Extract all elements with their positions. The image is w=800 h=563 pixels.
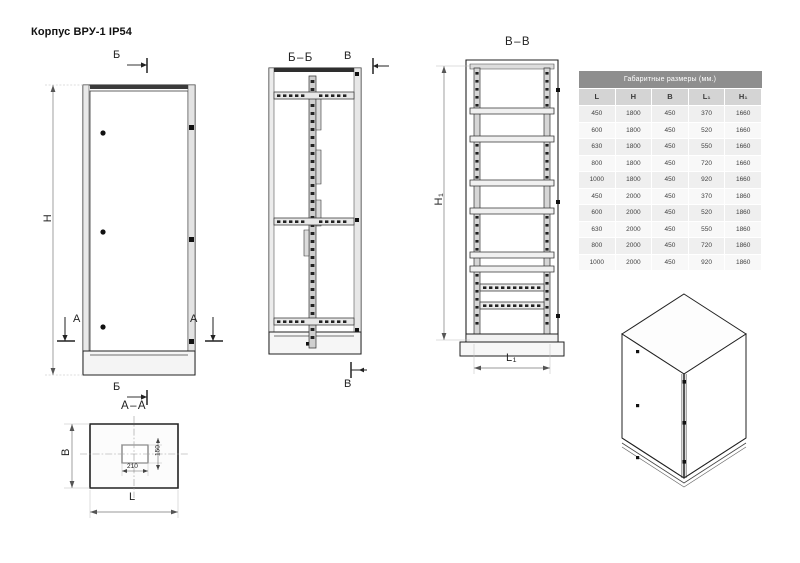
cell-h1: 1660: [724, 171, 762, 189]
interior-section-caption: В–В: [505, 36, 531, 48]
isometric-view-drawing: [612, 288, 772, 493]
side-section-drawing: [255, 66, 375, 376]
table-row: 450 1800 450 370 1660: [578, 105, 762, 123]
cell-h1: 1860: [724, 237, 762, 255]
cell-b: 450: [651, 105, 689, 123]
cell-l1: 520: [687, 121, 726, 139]
cell-l: 600: [578, 121, 616, 139]
cell-b: 450: [651, 237, 689, 255]
cell-b: 450: [651, 138, 689, 156]
interior-section-height-label: H₁: [433, 192, 445, 206]
cell-b: 450: [651, 121, 689, 139]
front-view-section-a-left: А: [73, 313, 81, 325]
interior-section-drawing: [430, 52, 590, 370]
front-view-section-b-top: Б: [113, 49, 121, 61]
cell-l1: 720: [687, 237, 726, 255]
side-section-marker-v-top: В: [344, 50, 352, 62]
plan-section-depth-label: B: [60, 448, 72, 456]
cell-b: 450: [651, 220, 689, 238]
cell-h: 1800: [614, 138, 653, 156]
cell-h: 1800: [614, 105, 653, 123]
cell-l: 600: [578, 204, 616, 222]
cell-h1: 1860: [724, 253, 762, 271]
cell-l1: 550: [687, 220, 726, 238]
page-title: Корпус ВРУ-1 IP54: [31, 26, 132, 38]
cell-l: 450: [578, 187, 616, 205]
cell-h: 2000: [614, 237, 653, 255]
cell-h: 2000: [614, 204, 653, 222]
table-column-header-h: H: [614, 88, 653, 106]
plan-section-caption: А–А: [121, 400, 147, 412]
cell-l1: 520: [687, 204, 726, 222]
cell-h1: 1860: [724, 220, 762, 238]
cell-l: 450: [578, 105, 616, 123]
interior-section-width-label: L₁: [506, 352, 518, 364]
cell-h1: 1660: [724, 121, 762, 139]
cell-h: 1800: [614, 171, 653, 189]
cell-h1: 1660: [724, 154, 762, 172]
cell-l: 630: [578, 138, 616, 156]
cell-l: 630: [578, 220, 616, 238]
table-title: Габаритные размеры (мм.): [578, 71, 762, 89]
cell-b: 450: [651, 187, 689, 205]
cell-h: 1800: [614, 154, 653, 172]
table-row: 630 1800 450 550 1660: [578, 138, 762, 156]
cell-h: 2000: [614, 253, 653, 271]
table-row: 1000 1800 450 920 1660: [578, 171, 762, 189]
table-row: 630 2000 450 550 1860: [578, 220, 762, 238]
cell-l1: 720: [687, 154, 726, 172]
cell-b: 450: [651, 253, 689, 271]
cell-b: 450: [651, 154, 689, 172]
table-row: 800 1800 450 720 1660: [578, 154, 762, 172]
table-title-row: Габаритные размеры (мм.): [578, 71, 762, 89]
cell-b: 450: [651, 204, 689, 222]
table-row: 600 1800 450 520 1660: [578, 121, 762, 139]
table-column-header-l: L: [578, 88, 616, 106]
side-section-caption: Б–Б: [288, 52, 314, 64]
cell-l1: 370: [687, 105, 726, 123]
cell-h1: 1860: [724, 187, 762, 205]
plan-section-cutout-height-label: 150: [154, 445, 162, 456]
cell-l: 1000: [578, 171, 616, 189]
cell-h: 1800: [614, 121, 653, 139]
cell-l1: 370: [687, 187, 726, 205]
table-column-header-b: B: [651, 88, 689, 106]
front-view-section-a-right: А: [190, 313, 198, 325]
cell-h1: 1660: [724, 105, 762, 123]
table-row: 1000 2000 450 920 1860: [578, 253, 762, 271]
plan-section-cutout-width-label: 210: [127, 463, 138, 470]
cell-l1: 920: [687, 253, 726, 271]
cell-l1: 550: [687, 138, 726, 156]
cell-h1: 1660: [724, 138, 762, 156]
table-column-header-h1: H₁: [724, 88, 762, 106]
plan-section-drawing: [58, 414, 218, 519]
dimensions-table: Габаритные размеры (мм.) L H B L₁ H₁ 450…: [578, 71, 762, 271]
cell-h: 2000: [614, 220, 653, 238]
front-view-drawing: [35, 55, 225, 375]
table-row: 450 2000 450 370 1860: [578, 187, 762, 205]
side-section-marker-v-bottom: В: [344, 378, 352, 390]
cell-l1: 920: [687, 171, 726, 189]
cell-l: 1000: [578, 253, 616, 271]
table-column-header-l1: L₁: [687, 88, 726, 106]
cell-h: 2000: [614, 187, 653, 205]
front-view-height-label: H: [42, 213, 54, 223]
cell-h1: 1860: [724, 204, 762, 222]
front-view-section-b-bottom: Б: [113, 381, 121, 393]
table-row: 600 2000 450 520 1860: [578, 204, 762, 222]
cell-l: 800: [578, 237, 616, 255]
cell-b: 450: [651, 171, 689, 189]
table-header-row: L H B L₁ H₁: [578, 88, 762, 106]
table-row: 800 2000 450 720 1860: [578, 237, 762, 255]
cell-l: 800: [578, 154, 616, 172]
plan-section-width-label: L: [129, 491, 136, 503]
